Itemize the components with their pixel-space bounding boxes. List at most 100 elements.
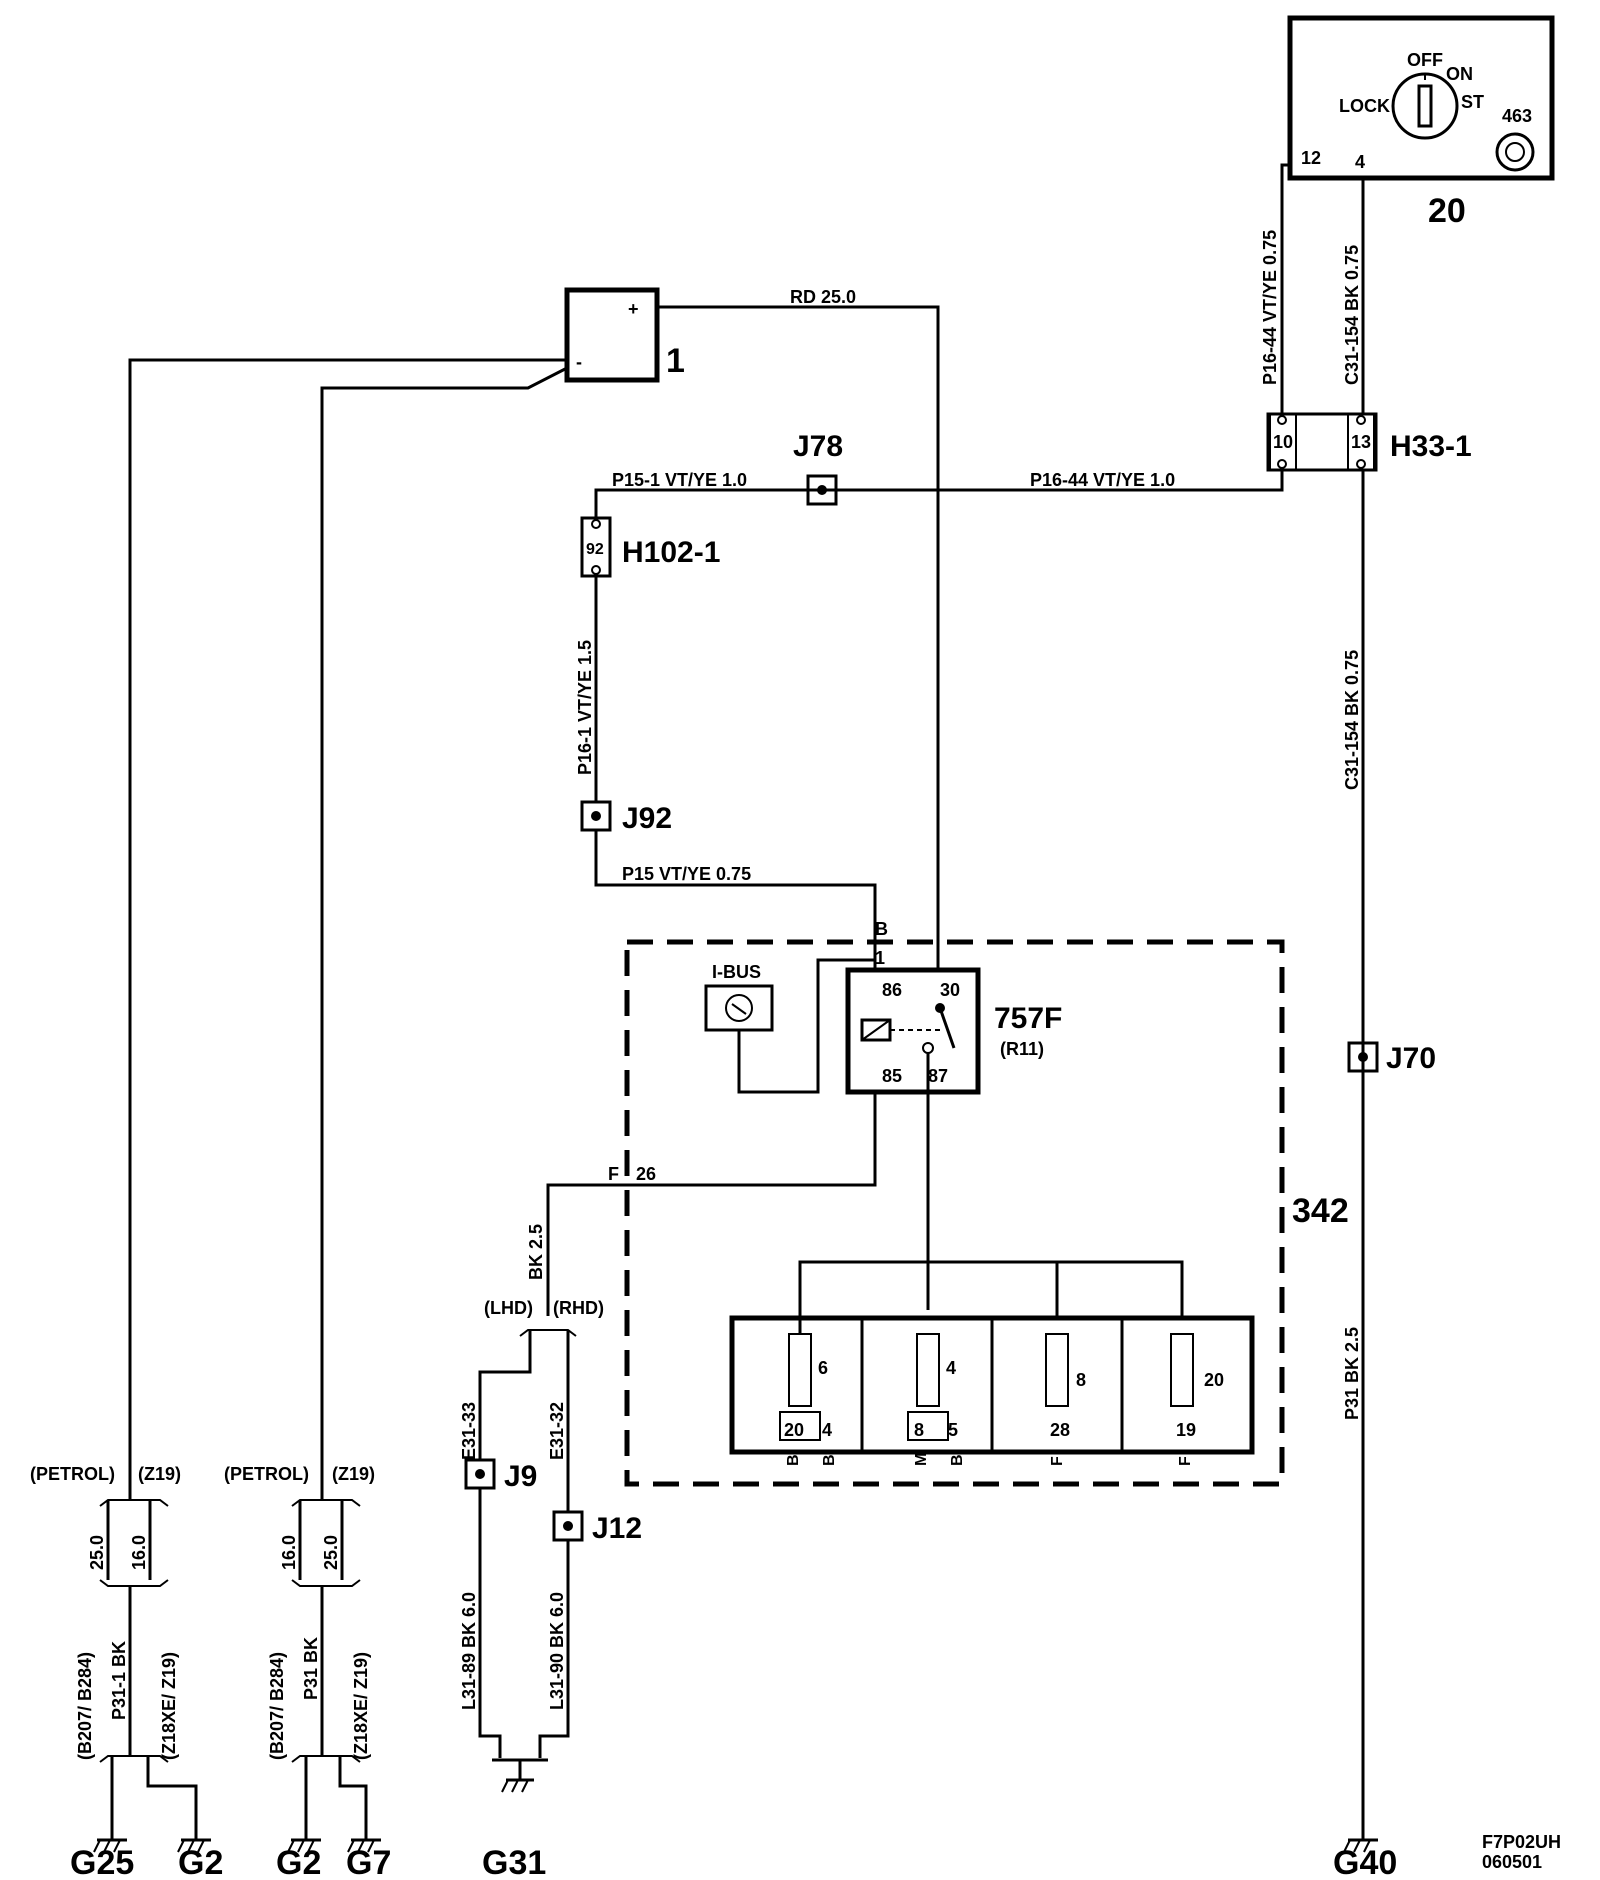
splice-j12: J12 <box>552 1510 642 1545</box>
h33-ref: H33-1 <box>1390 430 1472 463</box>
fusebox-ref: 342 <box>1292 1192 1349 1230</box>
fuse-4: 4 <box>946 1358 956 1378</box>
ground-g40: G40 <box>1333 1838 1397 1880</box>
ign-pin4-label: 4 <box>1355 152 1365 172</box>
footer-date: 060501 <box>1482 1852 1542 1872</box>
svg-text:G31: G31 <box>482 1844 546 1880</box>
ign-pin12-label: 12 <box>1301 148 1321 168</box>
wire-p15: P15 VT/YE 0.75 <box>622 864 751 884</box>
wire-p15-1-h: P15-1 VT/YE 1.0 <box>612 470 747 490</box>
svg-text:28: 28 <box>1050 1420 1070 1440</box>
svg-text:M: M <box>913 1453 930 1466</box>
ign-on-label: ON <box>1446 64 1473 84</box>
svg-text:25.0: 25.0 <box>321 1535 341 1570</box>
label-rhd: (RHD) <box>553 1298 604 1318</box>
svg-text:J70: J70 <box>1386 1042 1436 1075</box>
svg-text:(B207/ B284): (B207/ B284) <box>75 1652 95 1760</box>
svg-text:F: F <box>1177 1456 1194 1466</box>
svg-text:B: B <box>785 1454 802 1466</box>
svg-text:I-BUS: I-BUS <box>712 962 761 982</box>
ground-group-2: (PETROL) (Z19) 16.0 25.0 (B207/ B284) P3… <box>224 1464 391 1880</box>
svg-text:(Z19): (Z19) <box>332 1464 375 1484</box>
label-lhd: (LHD) <box>484 1298 533 1318</box>
wire-p31-bk: P31 BK 2.5 <box>1342 1327 1362 1420</box>
footer-code: F7P02UH <box>1482 1832 1561 1852</box>
svg-text:P31 BK: P31 BK <box>301 1637 321 1700</box>
splice-j9: J9 <box>464 1458 537 1493</box>
svg-text:4: 4 <box>822 1420 832 1440</box>
svg-text:8: 8 <box>914 1420 924 1440</box>
svg-text:G40: G40 <box>1333 1844 1397 1880</box>
svg-text:1: 1 <box>875 948 885 968</box>
svg-text:20: 20 <box>784 1420 804 1440</box>
h33-pin10: 10 <box>1273 432 1293 452</box>
splice-j92: J92 <box>580 800 672 835</box>
wire-rd25: RD 25.0 <box>790 287 856 307</box>
svg-text:+: + <box>628 299 639 319</box>
svg-text:25.0: 25.0 <box>87 1535 107 1570</box>
svg-text:(B207/ B284): (B207/ B284) <box>267 1652 287 1760</box>
ground-group-1: (PETROL) (Z19) 25.0 16.0 (B207/ B284) P3… <box>30 1464 223 1880</box>
wire-l31-89: L31-89 BK 6.0 <box>459 1592 479 1710</box>
svg-text:16.0: 16.0 <box>129 1535 149 1570</box>
svg-text:B: B <box>821 1454 838 1466</box>
svg-text:86: 86 <box>882 980 902 1000</box>
fusebox-342 <box>624 939 1285 1487</box>
wire-l31-90: L31-90 BK 6.0 <box>547 1592 567 1710</box>
svg-text:(Z18XE/ Z19): (Z18XE/ Z19) <box>159 1652 179 1760</box>
battery-ref: 1 <box>666 342 685 380</box>
svg-text:G2: G2 <box>276 1844 321 1880</box>
wire-c31-154-v: C31-154 BK 0.75 <box>1342 245 1362 385</box>
wire-p16-44-v: P16-44 VT/YE 0.75 <box>1260 230 1280 385</box>
h102-ref: H102-1 <box>622 536 720 569</box>
svg-text:(Z19): (Z19) <box>138 1464 181 1484</box>
ign-ref-label: 20 <box>1428 192 1466 230</box>
ibus-module: I-BUS <box>704 958 875 1094</box>
svg-text:16.0: 16.0 <box>279 1535 299 1570</box>
svg-text:F: F <box>1049 1456 1066 1466</box>
h33-pin13: 13 <box>1351 432 1371 452</box>
svg-text:G2: G2 <box>178 1844 223 1880</box>
wire-c31-154-v2: C31-154 BK 0.75 <box>1342 650 1362 790</box>
ignition-switch: OFF ON LOCK ST 463 12 4 20 <box>1287 15 1555 230</box>
svg-text:(Z18XE/ Z19): (Z18XE/ Z19) <box>351 1652 371 1760</box>
svg-text:19: 19 <box>1176 1420 1196 1440</box>
battery: + - 1 <box>564 287 685 383</box>
wire-p16-1-v: P16-1 VT/YE 1.5 <box>575 640 595 775</box>
wire-e31-32: E31-32 <box>547 1402 567 1460</box>
svg-text:P31-1 BK: P31-1 BK <box>109 1641 129 1720</box>
connector-h102-1: 92 H102-1 <box>580 516 720 578</box>
wire-p16-44-h: P16-44 VT/YE 1.0 <box>1030 470 1175 490</box>
svg-text:92: 92 <box>586 541 604 558</box>
ign-st-label: ST <box>1461 92 1484 112</box>
svg-text:J9: J9 <box>504 1460 537 1493</box>
svg-text:J92: J92 <box>622 802 672 835</box>
svg-text:(PETROL): (PETROL) <box>30 1464 115 1484</box>
wire-bk25-v: BK 2.5 <box>526 1224 546 1280</box>
wire-e31-33: E31-33 <box>459 1402 479 1460</box>
splice-j78: J78 <box>793 430 843 506</box>
svg-text:30: 30 <box>940 980 960 1000</box>
ign-lock-label: LOCK <box>1339 96 1390 116</box>
svg-text:5: 5 <box>948 1420 958 1440</box>
ground-g31: G31 <box>482 1758 548 1880</box>
svg-text:B: B <box>875 919 888 939</box>
relay-sub: (R11) <box>1000 1039 1044 1059</box>
splice-j70: J70 <box>1347 1041 1436 1075</box>
svg-text:J78: J78 <box>793 430 843 463</box>
fuse-6: 6 <box>818 1358 828 1378</box>
fuse-block: 6 20 4 B B 4 8 5 M B 8 28 F 20 19 F <box>729 1315 1255 1466</box>
svg-text:F: F <box>608 1164 619 1184</box>
svg-text:G7: G7 <box>346 1844 391 1880</box>
relay-ref: 757F <box>994 1002 1062 1035</box>
svg-text:85: 85 <box>882 1066 902 1086</box>
svg-text:87: 87 <box>928 1066 948 1086</box>
svg-text:(PETROL): (PETROL) <box>224 1464 309 1484</box>
ign-463-label: 463 <box>1502 106 1532 126</box>
ign-off-label: OFF <box>1407 50 1443 70</box>
svg-text:B: B <box>949 1454 966 1466</box>
svg-text:J12: J12 <box>592 1512 642 1545</box>
svg-text:G25: G25 <box>70 1844 134 1880</box>
fuse-20: 20 <box>1204 1370 1224 1390</box>
